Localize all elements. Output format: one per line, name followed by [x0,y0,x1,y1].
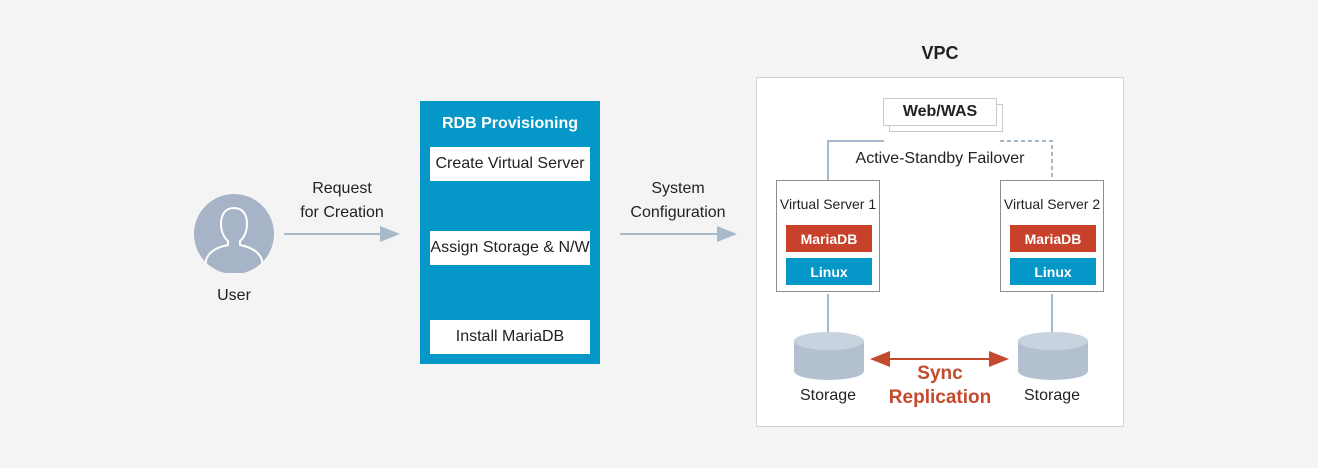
sync-label-line1: Sync [917,363,963,384]
standby-connection-line [1000,140,1053,180]
server2-mariadb-tag: MariaDB [1010,225,1096,252]
request-label: Request for Creation [282,177,402,225]
storage-1-icon [794,332,864,380]
virtual-server-2: Virtual Server 2 MariaDB Linux [1000,180,1104,292]
storage-1-label: Storage [799,387,857,404]
configuration-label: System Configuration [616,177,740,225]
storage-2-label: Storage [1023,387,1081,404]
step-install-mariadb: Install MariaDB [430,320,590,354]
virtual-server-1: Virtual Server 1 MariaDB Linux [776,180,880,292]
vpc-title: VPC [921,43,959,63]
step-create-virtual-server: Create Virtual Server [430,147,590,181]
user-label: User [217,287,251,304]
configuration-label-line2: Configuration [630,204,726,221]
sync-replication-label: Sync Replication [870,362,1010,410]
request-label-line2: for Creation [300,204,384,221]
server1-mariadb-tag: MariaDB [786,225,872,252]
active-connection-line [827,140,884,180]
sync-label-line2: Replication [888,387,992,408]
request-label-line1: Request [312,180,372,197]
webwas-node: Web/WAS [883,98,997,126]
storage-2-icon [1018,332,1088,380]
failover-label: Active-Standby Failover [840,150,1040,168]
virtual-server-1-title: Virtual Server 1 [779,196,877,212]
panel-title: RDB Provisioning [441,115,578,132]
configuration-label-line1: System [651,180,705,197]
server2-linux-tag: Linux [1010,258,1096,285]
user-avatar-icon [194,194,274,274]
server1-linux-tag: Linux [786,258,872,285]
step-assign-storage: Assign Storage & N/W [430,231,590,265]
virtual-server-2-title: Virtual Server 2 [1003,196,1101,212]
